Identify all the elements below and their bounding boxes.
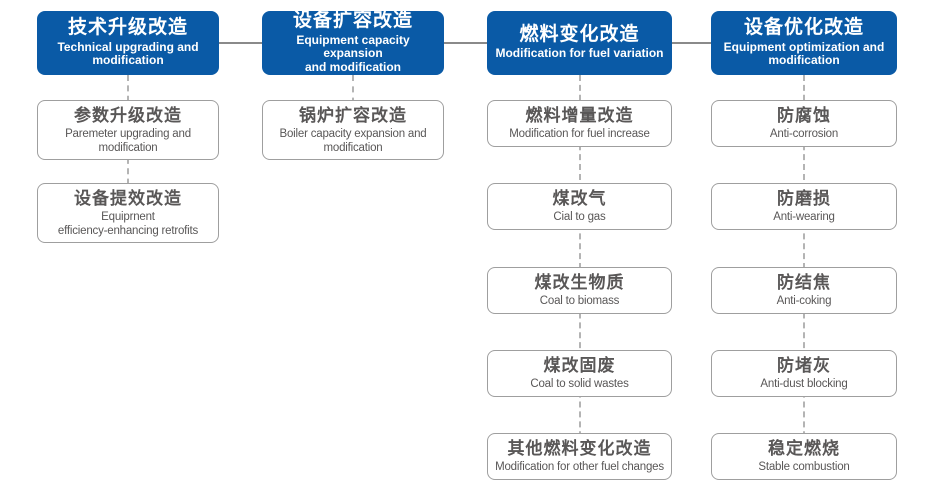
node-title-en: Boiler capacity expansion and modificati… xyxy=(279,127,427,154)
node-title-zh: 煤改气 xyxy=(552,189,607,209)
node-title-zh: 其他燃料变化改造 xyxy=(507,439,652,459)
node-efficiency-enhancing: 设备提效改造 Equiprnent efficiency-enhancing r… xyxy=(37,183,219,243)
node-title-en: Coal to biomass xyxy=(539,295,620,308)
node-anti-dust-blocking: 防堵灰 Anti-dust blocking xyxy=(711,350,897,397)
column-technical-upgrading: 技术升级改造 Technical upgrading and modificat… xyxy=(37,0,219,500)
vertical-dashed-connector xyxy=(352,75,354,115)
node-title-zh: 煤改固废 xyxy=(543,356,616,376)
node-title-en: Anti-wearing xyxy=(773,211,835,224)
header-connector-line xyxy=(127,42,805,44)
node-title-zh: 煤改生物质 xyxy=(534,273,625,293)
header-title-zh: 设备优化改造 xyxy=(743,16,864,38)
node-anti-corrosion: 防腐蚀 Anti-corrosion xyxy=(711,100,897,147)
node-coal-to-biomass: 煤改生物质 Coal to biomass xyxy=(487,267,672,314)
node-coal-to-gas: 煤改气 Cial to gas xyxy=(487,183,672,230)
node-anti-coking: 防结焦 Anti-coking xyxy=(711,267,897,314)
node-title-zh: 参数升级改造 xyxy=(74,105,182,125)
node-title-zh: 防腐蚀 xyxy=(777,106,831,126)
column-capacity-expansion: 设备扩容改造 Equipment capacity expansion and … xyxy=(262,0,444,500)
node-title-en: Equiprnent efficiency-enhancing retrofit… xyxy=(57,210,199,237)
node-title-zh: 防磨损 xyxy=(777,189,831,209)
node-stable-combustion: 稳定燃烧 Stable combustion xyxy=(711,433,897,480)
header-title-en: Technical upgrading and modification xyxy=(57,39,199,68)
node-title-en: Coal to solid wastes xyxy=(530,378,629,391)
header-box-equipment-optimization: 设备优化改造 Equipment optimization and modifi… xyxy=(711,11,897,75)
header-box-fuel-variation: 燃料变化改造 Modification for fuel variation xyxy=(487,11,672,75)
node-title-en: Modification for fuel increase xyxy=(509,128,650,141)
node-title-en: Paremeter upgrading and modification xyxy=(65,127,191,154)
node-title-zh: 燃料增量改造 xyxy=(525,106,634,126)
header-title-zh: 燃料变化改造 xyxy=(519,23,640,45)
node-anti-wearing: 防磨损 Anti-wearing xyxy=(711,183,897,230)
node-title-en: Modification for other fuel changes xyxy=(495,461,664,474)
vertical-dashed-connector xyxy=(578,75,581,457)
header-title-en: Equipment capacity expansion and modific… xyxy=(296,32,410,75)
node-title-en: Cial to gas xyxy=(553,211,606,224)
node-title-zh: 防结焦 xyxy=(777,273,831,293)
node-title-zh: 防堵灰 xyxy=(777,356,831,376)
node-other-fuel-changes: 其他燃料变化改造 Modification for other fuel cha… xyxy=(487,433,672,480)
header-title-zh: 设备扩容改造 xyxy=(292,9,413,31)
node-title-zh: 设备提效改造 xyxy=(74,188,182,208)
node-coal-to-solid-wastes: 煤改固废 Coal to solid wastes xyxy=(487,350,672,397)
header-title-zh: 技术升级改造 xyxy=(67,16,188,38)
node-title-zh: 锅炉扩容改造 xyxy=(299,105,407,125)
header-title-en: Equipment optimization and modification xyxy=(723,39,885,68)
column-fuel-variation: 燃料变化改造 Modification for fuel variation 燃… xyxy=(487,0,672,500)
node-title-en: Anti-coking xyxy=(776,295,832,308)
node-title-en: Anti-dust blocking xyxy=(760,378,848,391)
column-equipment-optimization: 设备优化改造 Equipment optimization and modifi… xyxy=(711,0,897,500)
vertical-dashed-connector xyxy=(803,75,805,457)
node-title-zh: 稳定燃烧 xyxy=(768,439,840,459)
node-parameter-upgrading: 参数升级改造 Paremeter upgrading and modificat… xyxy=(37,100,219,160)
node-title-en: Anti-corrosion xyxy=(769,128,839,141)
node-title-en: Stable combustion xyxy=(758,461,850,474)
node-fuel-increase: 燃料增量改造 Modification for fuel increase xyxy=(487,100,672,147)
header-box-technical-upgrading: 技术升级改造 Technical upgrading and modificat… xyxy=(37,11,219,75)
header-box-capacity-expansion: 设备扩容改造 Equipment capacity expansion and … xyxy=(262,9,444,75)
node-boiler-capacity-expansion: 锅炉扩容改造 Boiler capacity expansion and mod… xyxy=(262,100,444,160)
header-title-en: Modification for fuel variation xyxy=(495,46,664,61)
